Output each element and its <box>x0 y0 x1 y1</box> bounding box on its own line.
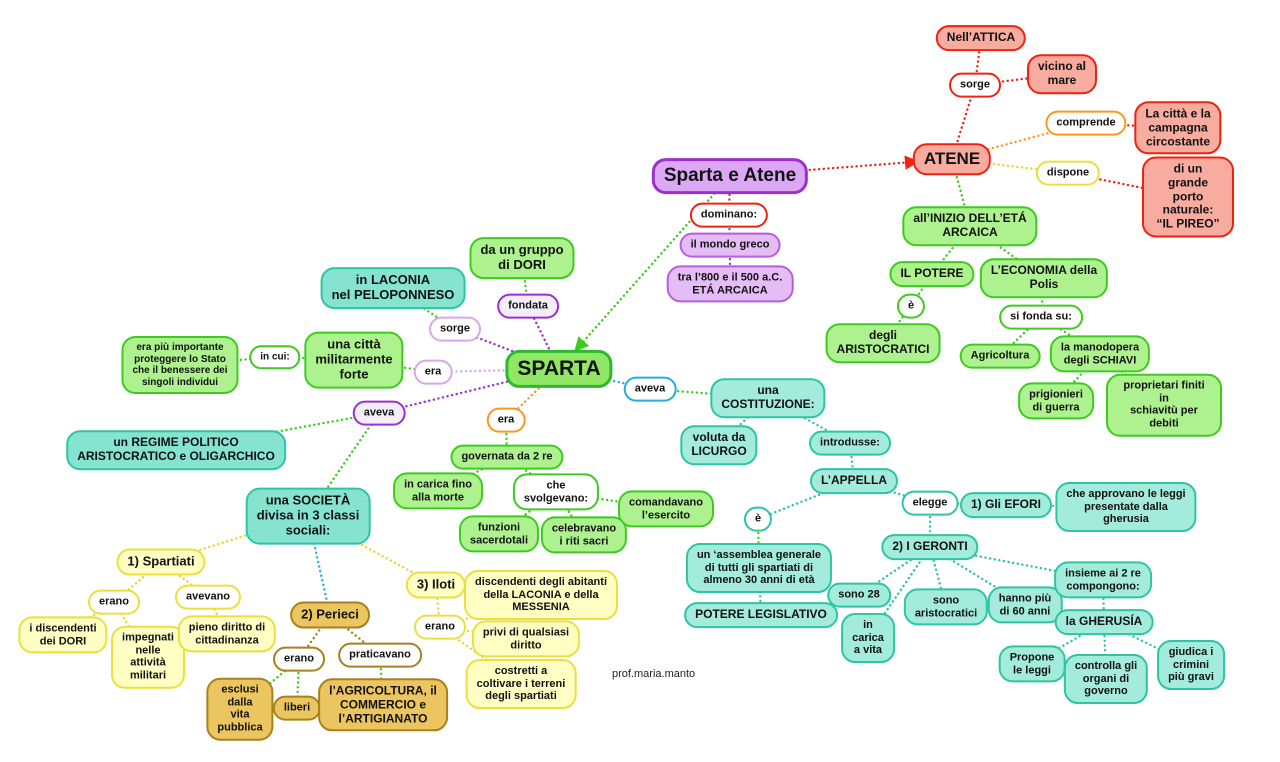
node-dominano[interactable]: dominano: <box>689 202 769 228</box>
node-e-appella[interactable]: è <box>743 506 773 532</box>
edge-costituzione-introdusse <box>766 396 852 445</box>
node-aveva-1[interactable]: aveva <box>352 400 406 426</box>
node-iloti[interactable]: 3) Iloti <box>405 571 467 599</box>
node-era-2[interactable]: era <box>486 407 526 433</box>
node-liberi[interactable]: liberi <box>272 695 322 721</box>
edge-manodopera-prigionieri <box>1054 352 1102 403</box>
node-erano-sp[interactable]: erano <box>88 589 140 615</box>
node-introdusse[interactable]: introdusse: <box>809 430 891 456</box>
node-costituzione[interactable]: una COSTITUZIONE: <box>710 378 826 418</box>
node-nell-attica[interactable]: Nell’ATTICA <box>935 25 1027 51</box>
node-costretti[interactable]: costretti a coltivare i terreni degli sp… <box>465 659 577 709</box>
node-voluta-licurgo[interactable]: voluta da LICURGO <box>680 425 758 465</box>
node-funzioni[interactable]: funzioni sacerdotali <box>458 515 540 553</box>
node-carica-vita[interactable]: in carica a vita <box>841 613 895 663</box>
node-erano-pe[interactable]: erano <box>273 646 325 672</box>
node-sorge-atene[interactable]: sorge <box>949 72 1001 98</box>
node-atene[interactable]: ATENE <box>912 143 992 175</box>
node-sparta[interactable]: SPARTA <box>505 349 613 389</box>
node-porto[interactable]: di un grande porto naturale: “IL PIREO” <box>1142 156 1234 238</box>
node-agricoltura[interactable]: Agricoltura <box>959 343 1041 369</box>
node-si-fonda[interactable]: si fonda su: <box>999 304 1083 330</box>
node-e-potere[interactable]: è <box>896 293 926 319</box>
node-in-cui[interactable]: in cui: <box>249 345 301 369</box>
node-prigionieri[interactable]: prigionieri di guerra <box>1018 382 1094 420</box>
node-insieme[interactable]: insieme ai 2 re compongono: <box>1054 561 1152 599</box>
node-efori[interactable]: 1) Gli EFORI <box>959 492 1053 518</box>
node-che-approvano[interactable]: che approvano le leggi presentate dalla … <box>1055 482 1197 532</box>
node-regime[interactable]: un REGIME POLITICO ARISTOCRATICO e OLIGA… <box>66 430 286 470</box>
node-inizio-arcaica[interactable]: all’INIZIO DELL’ETÁ ARCAICA <box>902 206 1038 246</box>
node-praticavano[interactable]: praticavano <box>338 642 422 668</box>
edge-sparta-e-atene-atene <box>728 155 920 178</box>
edge-era-2-governata <box>504 418 509 459</box>
node-spartiati[interactable]: 1) Spartiati <box>116 548 206 576</box>
node-geronti[interactable]: 2) I GERONTI <box>881 534 979 560</box>
node-celebravano[interactable]: celebravano i riti sacri <box>540 516 628 554</box>
node-propone[interactable]: Propone le leggi <box>998 645 1066 683</box>
node-sparta-e-atene[interactable]: Sparta e Atene <box>651 158 809 194</box>
node-controlla[interactable]: controlla gli organi di governo <box>1063 654 1149 704</box>
node-disc-laconia[interactable]: discendenti degli abitanti della LACONIA… <box>463 570 619 620</box>
node-assemblea[interactable]: un ‘assemblea generale di tutti gli spar… <box>685 543 833 593</box>
credit-text: prof.maria.manto <box>612 668 696 680</box>
node-citta-campagna[interactable]: La città e la campagna circostante <box>1134 101 1222 155</box>
node-vicino-mare[interactable]: vicino al mare <box>1026 54 1098 94</box>
node-tra-800[interactable]: tra l’800 e il 500 a.C. ETÁ ARCAICA <box>666 265 794 303</box>
edge-erano-pe-liberi <box>295 657 301 710</box>
node-giudica[interactable]: giudica i crimini più gravi <box>1157 640 1225 690</box>
node-appella[interactable]: L’APPELLA <box>809 468 899 494</box>
node-che-svolgevano[interactable]: che svolgevano: <box>512 473 600 511</box>
node-mondo-greco[interactable]: il mondo greco <box>679 232 781 258</box>
node-gherusia[interactable]: la GHERUSÍA <box>1054 609 1154 635</box>
node-governata[interactable]: governata da 2 re <box>450 444 564 470</box>
node-discendenti-dori[interactable]: i discendenti dei DORI <box>18 616 108 654</box>
node-comprende[interactable]: comprende <box>1045 110 1127 136</box>
node-esclusi[interactable]: esclusi dalla vita pubblica <box>206 677 274 741</box>
edge-gruppo-dori-fondata <box>520 256 530 308</box>
node-pieno-diritto[interactable]: pieno diritto di cittadinanza <box>177 615 277 653</box>
node-potere-leg[interactable]: POTERE LEGISLATIVO <box>684 602 838 628</box>
node-il-potere[interactable]: IL POTERE <box>889 261 975 287</box>
node-manodopera[interactable]: la manodopera degli SCHIAVI <box>1049 335 1151 373</box>
edge-dispone-porto <box>1066 171 1190 199</box>
node-impegnati[interactable]: impegnati nelle attività militari <box>111 625 185 689</box>
edge-sorge-atene-nell-attica <box>973 36 983 87</box>
node-gruppo-dori[interactable]: da un gruppo di DORI <box>469 237 575 279</box>
edge-societa-perieci <box>306 514 332 617</box>
node-stato-importante[interactable]: era più importante proteggere lo Stato c… <box>121 336 239 394</box>
node-privi[interactable]: privi di qualsiasi diritto <box>471 620 581 658</box>
node-societa[interactable]: una SOCIETÀ divisa in 3 classi sociali: <box>245 487 371 545</box>
node-economia[interactable]: L’ECONOMIA della Polis <box>979 258 1109 298</box>
node-elegge[interactable]: elegge <box>901 490 959 516</box>
node-sono-arist[interactable]: sono aristocratici <box>903 588 989 626</box>
node-aveva-2[interactable]: aveva <box>623 376 677 402</box>
edge-appella-e-appella <box>756 479 856 521</box>
node-laconia[interactable]: in LACONIA nel PELOPONNESO <box>320 267 466 309</box>
node-agr-comm[interactable]: l’AGRICOLTURA, il COMMERCIO e l’ARTIGIAN… <box>318 678 448 732</box>
edge-geronti-carica-vita <box>866 545 932 640</box>
node-sorge-sparta[interactable]: sorge <box>429 316 481 342</box>
node-hanno-60[interactable]: hanno più di 60 anni <box>987 586 1063 624</box>
node-avevano[interactable]: avevano <box>174 584 242 610</box>
node-comandavano[interactable]: comandavano l’esercito <box>618 490 714 528</box>
node-erano-il[interactable]: erano <box>414 614 466 640</box>
node-sono-28[interactable]: sono 28 <box>827 582 891 608</box>
node-carica-morte[interactable]: in carica fino alla morte <box>393 472 483 510</box>
node-dispone[interactable]: dispone <box>1035 160 1101 186</box>
node-proprietari[interactable]: proprietari finiti in schiavitù per debi… <box>1106 373 1222 437</box>
node-era-1[interactable]: era <box>413 359 453 385</box>
node-citta-forte[interactable]: una città militarmente forte <box>304 331 404 389</box>
node-perieci[interactable]: 2) Perieci <box>290 601 370 629</box>
node-fondata[interactable]: fondata <box>497 293 559 319</box>
node-aristocratici[interactable]: degli ARISTOCRATICI <box>825 323 941 363</box>
